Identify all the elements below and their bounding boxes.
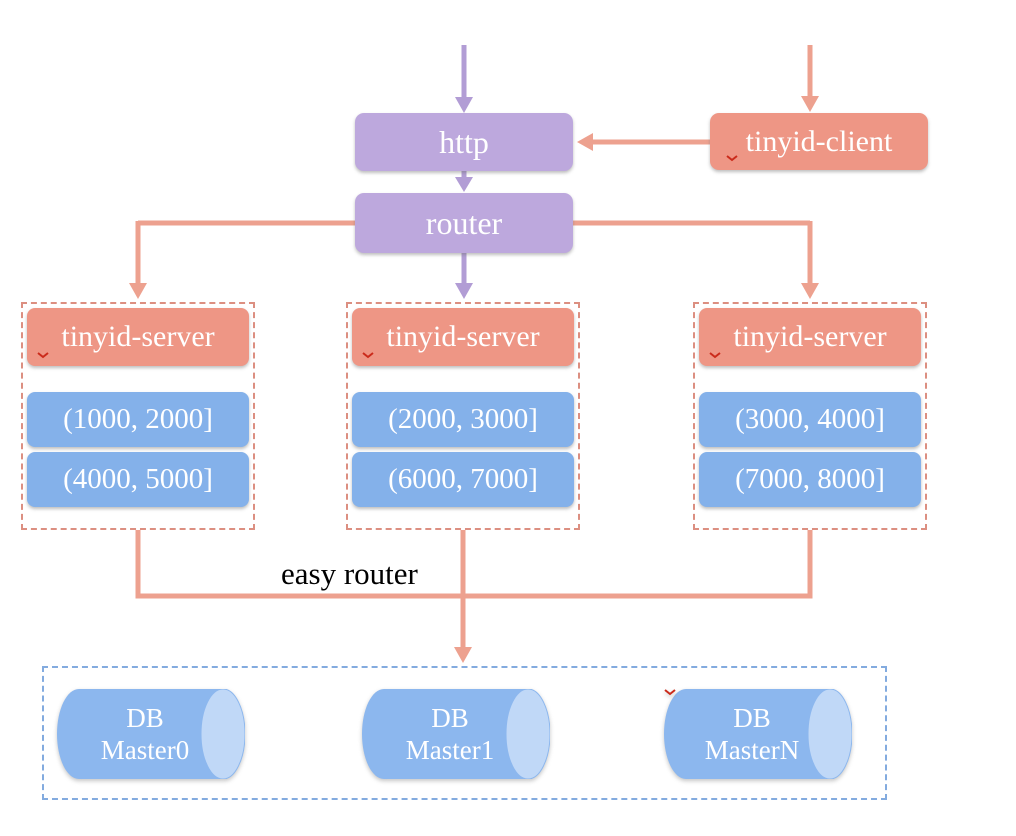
db-label-line1: DB	[126, 702, 164, 733]
arrow-incoming-client	[801, 45, 819, 112]
node-http-label: http	[439, 123, 489, 160]
arrow-client-to-http	[577, 133, 710, 151]
node-tinyid-server-3-label: tinyid-server	[733, 320, 887, 353]
cylinder-shape-icon	[362, 689, 550, 779]
db-cylinder-master0: DB Master0	[57, 689, 245, 779]
db-label: DB Master0	[57, 689, 233, 779]
spellcheck-squiggle-icon	[709, 352, 721, 359]
db-label-line2: Master1	[405, 735, 495, 765]
node-tinyid-server-3: tinyid-server	[699, 308, 921, 366]
spellcheck-squiggle-icon	[664, 689, 676, 696]
server-group-3: tinyid-server (3000, 4000] (7000, 8000]	[693, 302, 927, 530]
node-tinyid-server-1: tinyid-server	[27, 308, 249, 366]
db-cylinder-masterN: DB MasterN	[664, 689, 852, 779]
node-tinyid-server-2: tinyid-server	[352, 308, 574, 366]
db-label-line2: Master0	[100, 735, 190, 765]
arrow-router-to-server2	[455, 253, 473, 299]
cylinder-shape-icon	[664, 689, 852, 779]
id-range-box: (7000, 8000]	[699, 452, 921, 507]
arrow-router-to-server3	[801, 221, 819, 299]
server-group-1: tinyid-server (1000, 2000] (4000, 5000]	[21, 302, 255, 530]
db-label-line1: DB	[431, 702, 469, 733]
arrow-incoming-http	[455, 45, 473, 113]
id-range-box: (1000, 2000]	[27, 392, 249, 447]
id-range-label: (7000, 8000]	[735, 463, 885, 495]
db-label: DB MasterN	[664, 689, 840, 779]
db-cylinder-master1: DB Master1	[362, 689, 550, 779]
db-label-line2: MasterN	[704, 735, 800, 765]
cylinder-shape-icon	[57, 689, 245, 779]
arrow-http-to-router	[455, 171, 473, 192]
id-range-box: (6000, 7000]	[352, 452, 574, 507]
arrow-bus-to-db	[454, 529, 472, 663]
spellcheck-squiggle-icon	[362, 352, 374, 359]
line-servers-to-bus	[135, 529, 813, 599]
arrow-router-to-server1	[129, 221, 147, 299]
id-range-box: (3000, 4000]	[699, 392, 921, 447]
id-range-label: (3000, 4000]	[735, 403, 885, 435]
node-tinyid-server-1-label: tinyid-server	[61, 320, 215, 353]
node-http: http	[355, 113, 573, 171]
easy-router-label: easy router	[281, 556, 418, 591]
id-range-label: (2000, 3000]	[388, 403, 538, 435]
id-range-label: (4000, 5000]	[63, 463, 213, 495]
spellcheck-squiggle-icon	[37, 352, 49, 359]
id-range-box: (4000, 5000]	[27, 452, 249, 507]
node-tinyid-client: tinyid-client	[710, 113, 928, 170]
db-label-line1: DB	[733, 702, 771, 733]
db-label: DB Master1	[362, 689, 538, 779]
node-router: router	[355, 193, 573, 253]
id-range-label: (1000, 2000]	[63, 403, 213, 435]
node-tinyid-client-label: tinyid-client	[745, 124, 893, 158]
spellcheck-squiggle-icon	[726, 155, 738, 162]
id-range-label: (6000, 7000]	[388, 463, 538, 495]
node-router-label: router	[425, 204, 503, 241]
node-tinyid-server-2-label: tinyid-server	[386, 320, 540, 353]
server-group-2: tinyid-server (2000, 3000] (6000, 7000]	[346, 302, 580, 530]
id-range-box: (2000, 3000]	[352, 392, 574, 447]
